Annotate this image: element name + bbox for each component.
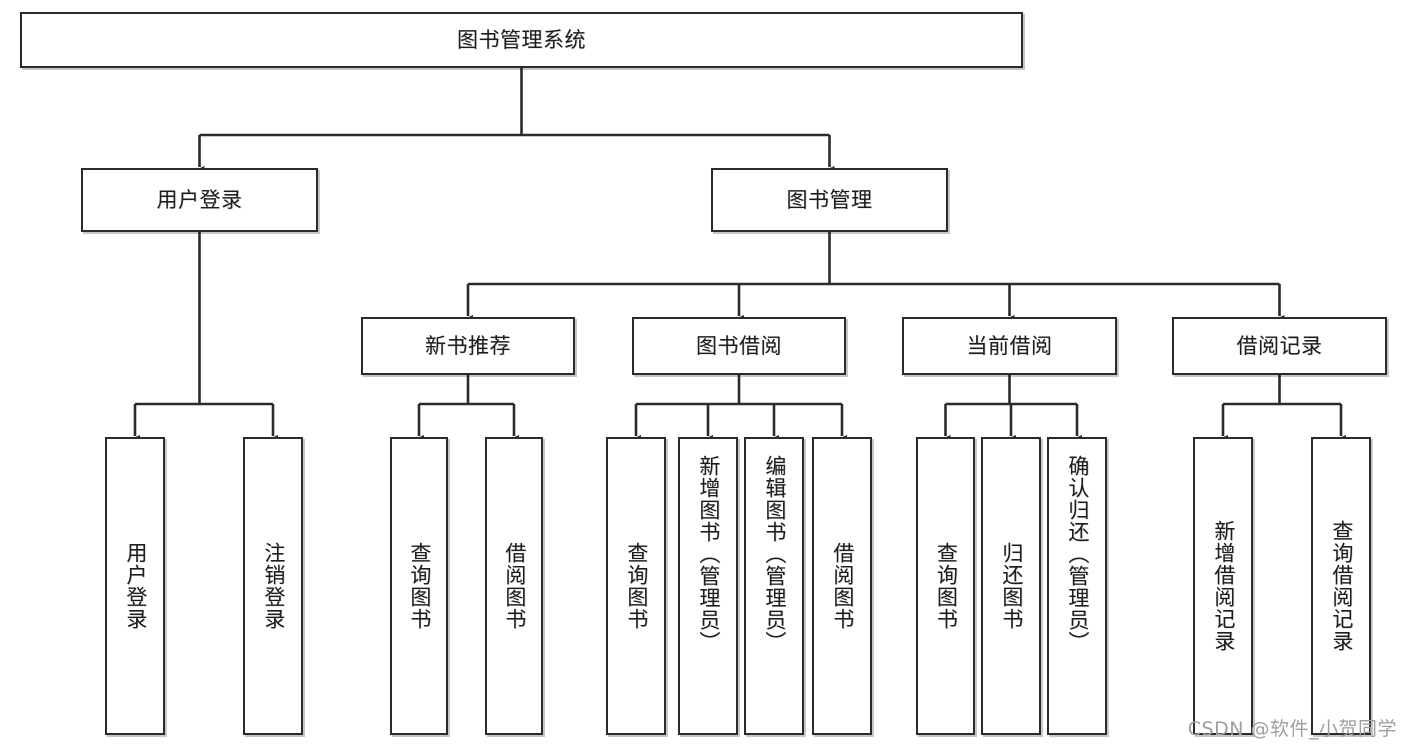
node-label: 归还图书 xyxy=(999,542,1024,630)
node-current[interactable]: 当前借阅 xyxy=(902,317,1117,375)
node-label: 新增图书（管理员） xyxy=(696,455,721,653)
node-root[interactable]: 图书管理系统 xyxy=(20,12,1023,68)
node-label: 注销登录 xyxy=(261,542,286,630)
node-n-query[interactable]: 查询图书 xyxy=(390,437,448,735)
node-label: 新增借阅记录 xyxy=(1211,520,1236,652)
node-label: 借阅图书 xyxy=(502,542,527,630)
node-label: 新书推荐 xyxy=(425,333,511,358)
node-b-edit[interactable]: 编辑图书（管理员） xyxy=(744,437,804,735)
node-l-login[interactable]: 用户登录 xyxy=(105,437,165,735)
node-label: 查询图书 xyxy=(624,542,649,630)
node-bookmgmt[interactable]: 图书管理 xyxy=(711,168,948,232)
node-r-add[interactable]: 新增借阅记录 xyxy=(1193,437,1253,735)
node-b-lend[interactable]: 借阅图书 xyxy=(812,437,872,735)
node-label: 用户登录 xyxy=(156,187,243,212)
node-b-add[interactable]: 新增图书（管理员） xyxy=(678,437,738,735)
node-c-return[interactable]: 归还图书 xyxy=(981,437,1041,735)
node-c-confirm[interactable]: 确认归还（管理员） xyxy=(1047,437,1107,735)
node-c-query[interactable]: 查询图书 xyxy=(916,437,975,735)
node-label: 借阅记录 xyxy=(1236,333,1323,358)
node-login[interactable]: 用户登录 xyxy=(81,168,318,232)
node-label: 确认归还（管理员） xyxy=(1065,455,1090,653)
node-b-query[interactable]: 查询图书 xyxy=(606,437,666,735)
node-label: 当前借阅 xyxy=(966,333,1053,358)
node-label: 查询借阅记录 xyxy=(1329,520,1354,652)
node-label: 查询图书 xyxy=(407,542,432,630)
node-label: 图书借阅 xyxy=(696,333,782,358)
node-r-query[interactable]: 查询借阅记录 xyxy=(1311,437,1371,735)
node-label: 图书管理系统 xyxy=(457,27,586,52)
node-borrow[interactable]: 图书借阅 xyxy=(632,317,846,375)
node-label: 编辑图书（管理员） xyxy=(762,455,787,653)
node-label: 图书管理 xyxy=(786,187,873,212)
node-n-borrow[interactable]: 借阅图书 xyxy=(485,437,543,735)
node-records[interactable]: 借阅记录 xyxy=(1172,317,1387,375)
node-newbook[interactable]: 新书推荐 xyxy=(361,317,575,375)
node-label: 借阅图书 xyxy=(830,542,855,630)
node-label: 用户登录 xyxy=(123,542,148,630)
node-label: 查询图书 xyxy=(934,542,959,630)
node-l-logout[interactable]: 注销登录 xyxy=(243,437,303,735)
